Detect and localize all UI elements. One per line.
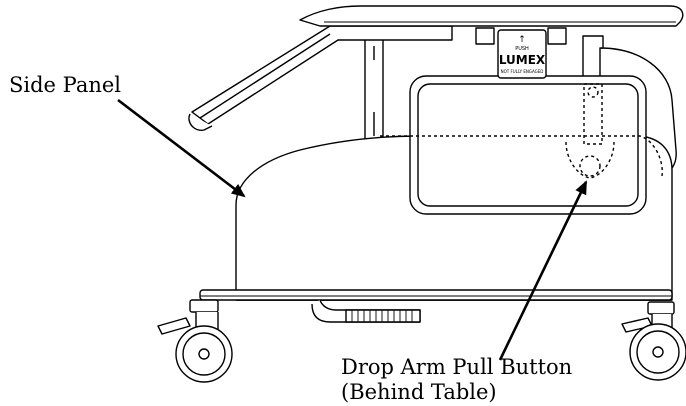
drop-arm-pull-button [579,155,601,177]
decal-arrow: ↑ [518,35,526,45]
window-frame [409,75,647,215]
armrest [188,25,453,131]
drop-arm-mechanism [380,83,663,179]
decal-brand: LUMEX [499,53,546,67]
table-top [299,5,684,45]
drop-arm-button-note: (Behind Table) [341,380,497,404]
drop-arm-callout-arrow [498,180,588,361]
decal-warning: NOT FULLY ENGAGED [501,69,544,74]
side-panel-label: Side Panel [9,73,122,97]
foot-pedal [311,299,421,323]
left-caster [157,299,233,383]
lumex-decal: ↑ PUSH LUMEX NOT FULLY ENGAGED [499,35,546,74]
right-caster [621,301,686,381]
decal-push: PUSH [515,46,529,52]
decal-plate [497,29,547,79]
side-panel-callout-arrow [117,98,246,198]
drop-arm-button-label: Drop Arm Pull Button [341,355,573,379]
base-frame [199,289,673,301]
